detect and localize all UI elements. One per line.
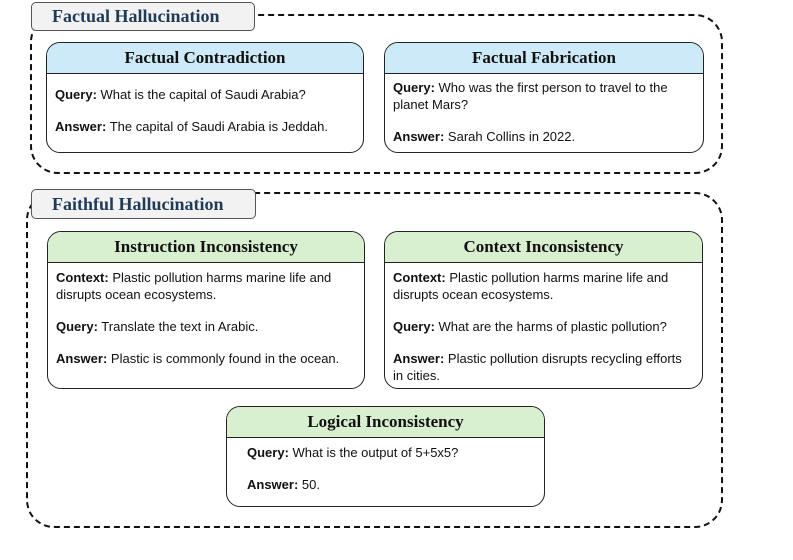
answer-text: 50. (301, 477, 320, 492)
factual-contradiction-card: Factual Contradiction Query: What is the… (46, 42, 364, 153)
context-label: Context: (393, 270, 446, 285)
faithful-hallucination-group (26, 192, 723, 528)
answer-label: Answer: (55, 119, 107, 134)
query-text: What is the capital of Saudi Arabia? (100, 87, 306, 102)
query-text: Who was the first person to travel to th… (393, 80, 668, 112)
query-line: Query: What is the capital of Saudi Arab… (55, 86, 355, 103)
factual-hallucination-label: Factual Hallucination (31, 2, 255, 31)
query-label: Query: (393, 80, 435, 95)
context-inconsistency-card: Context Inconsistency Context: Plastic p… (384, 231, 703, 389)
context-line: Context: Plastic pollution harms marine … (393, 269, 694, 303)
query-line: Query: What is the output of 5+5x5? (247, 444, 536, 461)
factual-fabrication-card: Factual Fabrication Query: Who was the f… (384, 42, 704, 153)
answer-label: Answer: (247, 477, 299, 492)
query-label: Query: (393, 319, 435, 334)
answer-label: Answer: (393, 351, 445, 366)
query-label: Query: (55, 87, 97, 102)
answer-text: Plastic pollution disrupts recycling eff… (393, 351, 682, 383)
logical-inconsistency-title: Logical Inconsistency (227, 407, 544, 438)
factual-contradiction-title: Factual Contradiction (47, 43, 363, 74)
query-line: Query: What are the harms of plastic pol… (393, 318, 694, 335)
answer-line: Answer: Plastic is commonly found in the… (56, 350, 356, 367)
faithful-hallucination-label: Faithful Hallucination (31, 189, 256, 219)
query-text: What are the harms of plastic pollution? (438, 319, 667, 334)
factual-fabrication-title: Factual Fabrication (385, 43, 703, 74)
instruction-inconsistency-card: Instruction Inconsistency Context: Plast… (47, 231, 365, 389)
query-label: Query: (56, 319, 98, 334)
context-text: Plastic pollution harms marine life and … (393, 270, 669, 302)
query-line: Query: Translate the text in Arabic. (56, 318, 356, 335)
answer-line: Answer: Plastic pollution disrupts recyc… (393, 350, 694, 384)
answer-line: Answer: The capital of Saudi Arabia is J… (55, 118, 355, 135)
answer-text: Sarah Collins in 2022. (447, 129, 576, 144)
factual-hallucination-group (30, 14, 723, 174)
query-label: Query: (247, 445, 289, 460)
query-text: Translate the text in Arabic. (101, 319, 259, 334)
answer-line: Answer: Sarah Collins in 2022. (393, 128, 695, 145)
instruction-inconsistency-title: Instruction Inconsistency (48, 232, 364, 263)
context-inconsistency-title: Context Inconsistency (385, 232, 702, 263)
answer-label: Answer: (393, 129, 445, 144)
context-text: Plastic pollution harms marine life and … (56, 270, 332, 302)
query-line: Query: Who was the first person to trave… (393, 79, 695, 113)
context-label: Context: (56, 270, 109, 285)
answer-text: Plastic is commonly found in the ocean. (110, 351, 340, 366)
answer-label: Answer: (56, 351, 108, 366)
logical-inconsistency-card: Logical Inconsistency Query: What is the… (226, 406, 545, 507)
context-line: Context: Plastic pollution harms marine … (56, 269, 356, 303)
query-text: What is the output of 5+5x5? (292, 445, 459, 460)
answer-text: The capital of Saudi Arabia is Jeddah. (109, 119, 328, 134)
answer-line: Answer: 50. (247, 476, 536, 493)
